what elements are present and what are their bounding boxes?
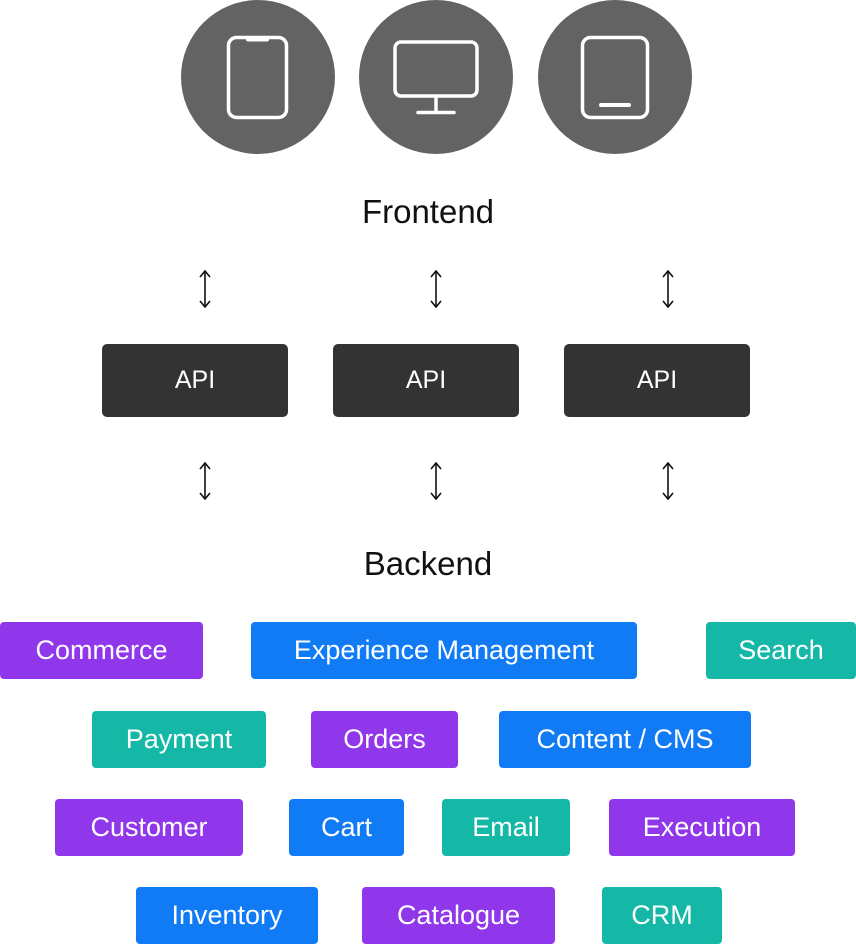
service-experience-management: Experience Management: [251, 622, 637, 679]
service-crm: CRM: [602, 887, 722, 944]
device-desktop: [359, 0, 513, 154]
tablet-icon: [580, 35, 650, 120]
desktop-monitor-icon: [393, 40, 479, 115]
bidirectional-arrow-icon: [430, 270, 442, 308]
api-box-2: API: [333, 344, 519, 417]
service-orders: Orders: [311, 711, 458, 768]
service-cart: Cart: [289, 799, 404, 856]
frontend-label: Frontend: [361, 193, 495, 230]
bidirectional-arrow-icon: [662, 462, 674, 500]
api-box-1: API: [102, 344, 288, 417]
smartphone-icon: [226, 35, 289, 120]
service-catalogue: Catalogue: [362, 887, 555, 944]
service-search: Search: [706, 622, 856, 679]
service-content-cms: Content / CMS: [499, 711, 751, 768]
bidirectional-arrow-icon: [662, 270, 674, 308]
bidirectional-arrow-icon: [199, 270, 211, 308]
service-inventory: Inventory: [136, 887, 318, 944]
api-box-3: API: [564, 344, 750, 417]
bidirectional-arrow-icon: [430, 462, 442, 500]
service-payment: Payment: [92, 711, 266, 768]
service-customer: Customer: [55, 799, 243, 856]
service-commerce: Commerce: [0, 622, 203, 679]
service-email: Email: [442, 799, 570, 856]
bidirectional-arrow-icon: [199, 462, 211, 500]
service-execution: Execution: [609, 799, 795, 856]
backend-label: Backend: [363, 545, 493, 582]
device-smartphone: [181, 0, 335, 154]
device-tablet: [538, 0, 692, 154]
